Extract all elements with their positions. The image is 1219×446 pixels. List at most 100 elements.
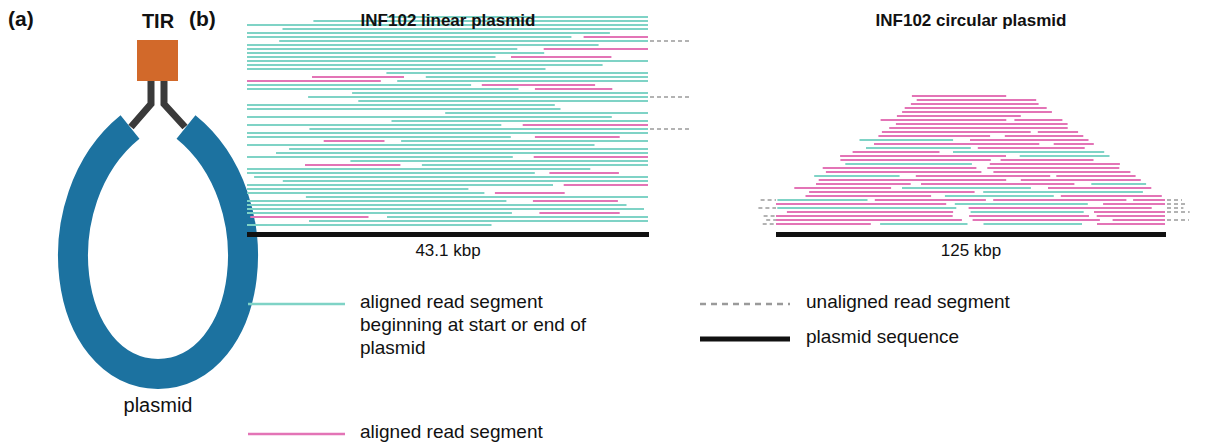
aligned-read bbox=[511, 56, 611, 58]
aligned-read bbox=[247, 48, 517, 50]
aligned-read bbox=[482, 84, 595, 86]
aligned-read bbox=[247, 52, 544, 54]
aligned-read bbox=[845, 163, 972, 165]
aligned-read bbox=[276, 152, 648, 154]
aligned-read bbox=[794, 187, 891, 189]
aligned-read bbox=[776, 215, 953, 217]
plasmid-loop bbox=[73, 127, 243, 374]
aligned-read bbox=[882, 131, 1031, 133]
aligned-read bbox=[523, 124, 648, 126]
tir-label: TIR bbox=[142, 9, 174, 33]
aligned-read bbox=[247, 136, 511, 138]
aligned-read bbox=[247, 172, 535, 174]
aligned-read bbox=[247, 204, 627, 206]
aligned-read bbox=[247, 224, 492, 226]
aligned-read bbox=[539, 212, 619, 214]
unaligned-read bbox=[758, 207, 776, 209]
aligned-read bbox=[971, 211, 1084, 213]
aligned-read bbox=[1005, 135, 1084, 137]
legend-sample bbox=[248, 433, 345, 436]
aligned-read bbox=[247, 64, 603, 66]
aligned-read bbox=[247, 124, 501, 126]
aligned-read bbox=[916, 175, 1050, 177]
aligned-read bbox=[1001, 159, 1094, 161]
aligned-read bbox=[247, 144, 595, 146]
aligned-read bbox=[973, 219, 1100, 221]
unaligned-read bbox=[764, 215, 776, 217]
aligned-read bbox=[860, 139, 954, 141]
aligned-read bbox=[787, 211, 953, 213]
aligned-read bbox=[247, 68, 546, 70]
tir-strand bbox=[164, 80, 185, 127]
unaligned-read bbox=[650, 96, 690, 98]
aligned-read bbox=[495, 192, 565, 194]
aligned-read bbox=[1020, 155, 1110, 157]
aligned-read bbox=[970, 139, 1089, 141]
aligned-read bbox=[911, 103, 1039, 105]
aligned-read bbox=[250, 216, 368, 218]
aligned-read bbox=[776, 223, 871, 225]
aligned-read bbox=[309, 128, 648, 130]
unaligned-read bbox=[1167, 203, 1186, 205]
aligned-read bbox=[983, 191, 1143, 193]
legend-text: aligned read segment bbox=[360, 421, 630, 444]
aligned-read bbox=[969, 207, 1152, 209]
aligned-read bbox=[814, 175, 899, 177]
aligned-read bbox=[880, 223, 967, 225]
aligned-read bbox=[305, 164, 400, 166]
aligned-read bbox=[544, 48, 648, 50]
unaligned-read bbox=[761, 199, 776, 201]
unaligned-read bbox=[1167, 207, 1183, 209]
aligned-read bbox=[806, 195, 932, 197]
aligned-read bbox=[392, 120, 649, 122]
aligned-read bbox=[878, 135, 990, 137]
length-label: 125 kbp bbox=[941, 241, 1002, 261]
aligned-read bbox=[993, 171, 1130, 173]
tir-strand bbox=[131, 80, 151, 127]
aligned-read bbox=[777, 199, 867, 201]
aligned-read bbox=[564, 184, 648, 186]
aligned-read bbox=[1054, 143, 1094, 145]
aligned-read bbox=[921, 183, 1074, 185]
aligned-read bbox=[902, 111, 1052, 113]
unaligned-read bbox=[1167, 199, 1182, 201]
aligned-read bbox=[247, 60, 648, 62]
aligned-read bbox=[897, 115, 1021, 117]
aligned-read bbox=[993, 199, 1126, 201]
aligned-read bbox=[247, 200, 506, 202]
aligned-read bbox=[279, 40, 648, 42]
aligned-read bbox=[535, 88, 612, 90]
aligned-read bbox=[953, 151, 1104, 153]
aligned-read bbox=[247, 36, 571, 38]
aligned-read bbox=[308, 96, 648, 98]
aligned-read bbox=[1091, 183, 1146, 185]
aligned-read bbox=[777, 207, 956, 209]
aligned-read bbox=[866, 147, 971, 149]
aligned-read bbox=[350, 160, 648, 162]
aligned-read bbox=[1056, 175, 1135, 177]
aligned-read bbox=[289, 148, 648, 150]
aligned-read bbox=[247, 132, 648, 134]
aligned-read bbox=[978, 147, 1085, 149]
aligned-read bbox=[306, 196, 648, 198]
aligned-read bbox=[987, 167, 1119, 169]
aligned-read bbox=[247, 184, 553, 186]
aligned-read bbox=[955, 203, 1088, 205]
aligned-read bbox=[889, 127, 1067, 129]
aligned-read bbox=[874, 143, 1039, 145]
aligned-read bbox=[534, 156, 648, 158]
plot-title: INF102 linear plasmid bbox=[361, 11, 536, 31]
aligned-read bbox=[533, 200, 618, 202]
aligned-read bbox=[776, 219, 962, 221]
aligned-read bbox=[422, 164, 648, 166]
aligned-read bbox=[247, 84, 471, 86]
aligned-read bbox=[776, 203, 946, 205]
aligned-read bbox=[247, 56, 496, 58]
aligned-read bbox=[247, 168, 590, 170]
aligned-read bbox=[1021, 179, 1141, 181]
unaligned-read bbox=[650, 40, 690, 42]
aligned-read bbox=[816, 183, 911, 185]
aligned-read bbox=[247, 192, 484, 194]
aligned-read bbox=[990, 163, 1120, 165]
